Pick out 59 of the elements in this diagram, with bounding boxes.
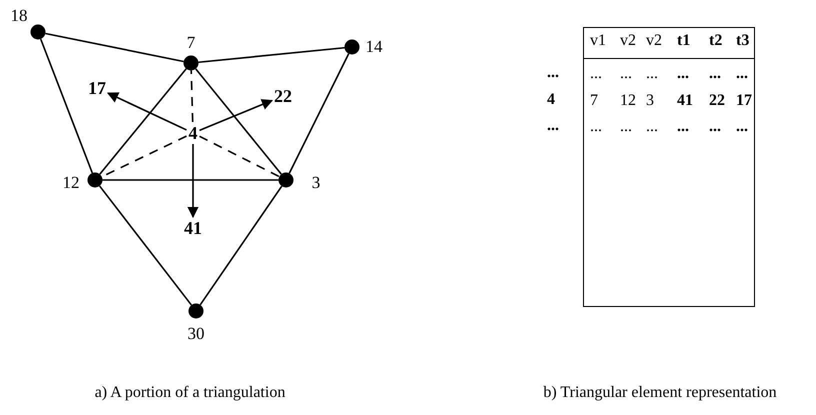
edge-line [45, 32, 184, 62]
row-index: ... [547, 65, 559, 81]
arrow [106, 92, 187, 131]
column-header: v2 [620, 33, 636, 49]
edge-line [98, 185, 192, 306]
table-cell: 3 [646, 93, 654, 109]
table-cell: ... [677, 66, 689, 82]
table-cell: ... [736, 66, 748, 82]
table-cell: ... [677, 119, 689, 135]
triangle-label: 4 [188, 124, 198, 142]
vertex-label: 7 [186, 33, 196, 53]
table-cell: ... [709, 66, 721, 82]
edge-line [40, 38, 94, 174]
table-cell: ... [590, 119, 602, 135]
table-cell: ... [620, 119, 632, 135]
arrow [199, 99, 274, 132]
table-cell: ... [736, 119, 748, 135]
vertex-dot [30, 24, 46, 40]
table-cell: ... [620, 66, 632, 82]
edge-line [102, 179, 278, 181]
table-cell: 17 [736, 93, 752, 109]
column-header: t2 [709, 33, 722, 49]
edge-line [198, 46, 345, 64]
edge-line [200, 186, 282, 306]
arrow [187, 144, 199, 218]
vertex-dot [278, 172, 294, 188]
table-cell: 22 [709, 93, 725, 109]
edge-line [195, 68, 282, 175]
row-index: 4 [547, 92, 555, 108]
column-header: t1 [677, 33, 690, 49]
vertex-label: 18 [10, 6, 28, 26]
triangle-label: 41 [184, 219, 202, 237]
edge-line [190, 70, 194, 122]
vertex-dot [184, 56, 198, 70]
edge-line [199, 136, 280, 178]
vertex-dot [88, 172, 102, 188]
vertex-label: 14 [366, 37, 382, 57]
figure-caption: b) Triangular element representation [543, 384, 777, 402]
table-cell: ... [709, 119, 721, 135]
table-cell: 41 [677, 93, 693, 109]
column-header: v1 [590, 33, 606, 49]
vertex-label: 30 [188, 324, 204, 344]
table-cell: ... [646, 119, 658, 135]
edge-line [99, 68, 187, 175]
table-cell: ... [590, 66, 602, 82]
column-header: v2 [646, 33, 662, 49]
vertex-label: 12 [62, 173, 80, 193]
vertex-dot [188, 304, 204, 318]
row-index: ... [547, 118, 559, 134]
vertex-label: 3 [312, 173, 320, 193]
column-header: t3 [736, 33, 750, 49]
vertex-dot [344, 40, 360, 54]
figure-caption: a) A portion of a triangulation [94, 384, 286, 402]
edge-line [288, 53, 350, 174]
triangle-label: 22 [274, 87, 292, 105]
table-cell: ... [646, 66, 658, 82]
table-cell: 7 [590, 93, 598, 109]
table-cell: 12 [620, 93, 636, 109]
triangle-label: 17 [88, 79, 106, 97]
